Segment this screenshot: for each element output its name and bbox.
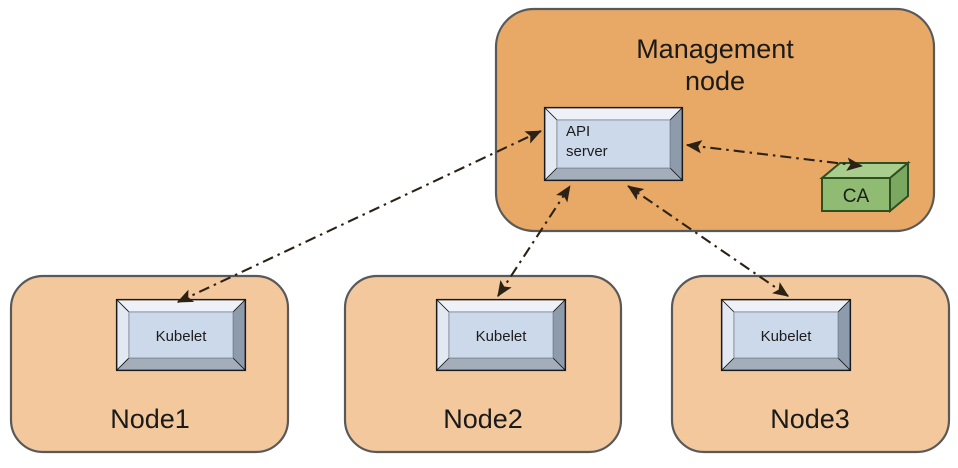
api-server-bevel-bottom	[544, 167, 683, 181]
node-1-kubelet-box[interactable]: Kubelet	[115, 298, 247, 372]
kubelet-3-bevel-top	[721, 299, 851, 313]
kubelet-3-face	[733, 311, 839, 359]
node-3-label: Node3	[770, 404, 850, 434]
connector-group	[176, 130, 863, 303]
kubelet-2-bevel-bottom	[436, 357, 566, 371]
kubelet-2-label: Kubelet	[476, 328, 528, 345]
ca-box[interactable]: CA	[819, 160, 911, 214]
kubelet-1-label: Kubelet	[156, 328, 208, 345]
kubelet-1-bevel-bottom	[116, 357, 246, 371]
api-server-face	[556, 119, 671, 169]
ca-box-front	[821, 177, 891, 212]
management-node-title-line1: Management	[636, 34, 794, 64]
api-server-bevel-right	[669, 107, 683, 181]
kubelet-3-label: Kubelet	[761, 328, 813, 345]
api-server-box[interactable]: API server	[543, 106, 684, 182]
api-server-bevel-left	[544, 107, 558, 181]
connector-apiserver-ca[interactable]	[685, 140, 863, 171]
node-2-kubelet-box[interactable]: Kubelet	[435, 298, 567, 372]
ca-label: CA	[843, 186, 870, 207]
kubelet-1-bevel-top	[116, 299, 246, 313]
kubelet-2-bevel-top	[436, 299, 566, 313]
node-3-kubelet-box[interactable]: Kubelet	[720, 298, 852, 372]
kubelet-2-face	[448, 311, 554, 359]
management-node-title-line2: node	[685, 66, 745, 96]
node-1-label: Node1	[110, 404, 190, 434]
api-server-label-line2: server	[566, 143, 608, 160]
api-server-bevel-top	[544, 107, 683, 121]
api-server-label-line1: API	[566, 123, 590, 140]
kubelet-1-face	[128, 311, 234, 359]
kubelet-3-bevel-bottom	[721, 357, 851, 371]
connector-node3-apiserver[interactable]	[627, 185, 790, 297]
connector-node1-apiserver[interactable]	[176, 130, 542, 303]
node-2-label: Node2	[443, 404, 523, 434]
